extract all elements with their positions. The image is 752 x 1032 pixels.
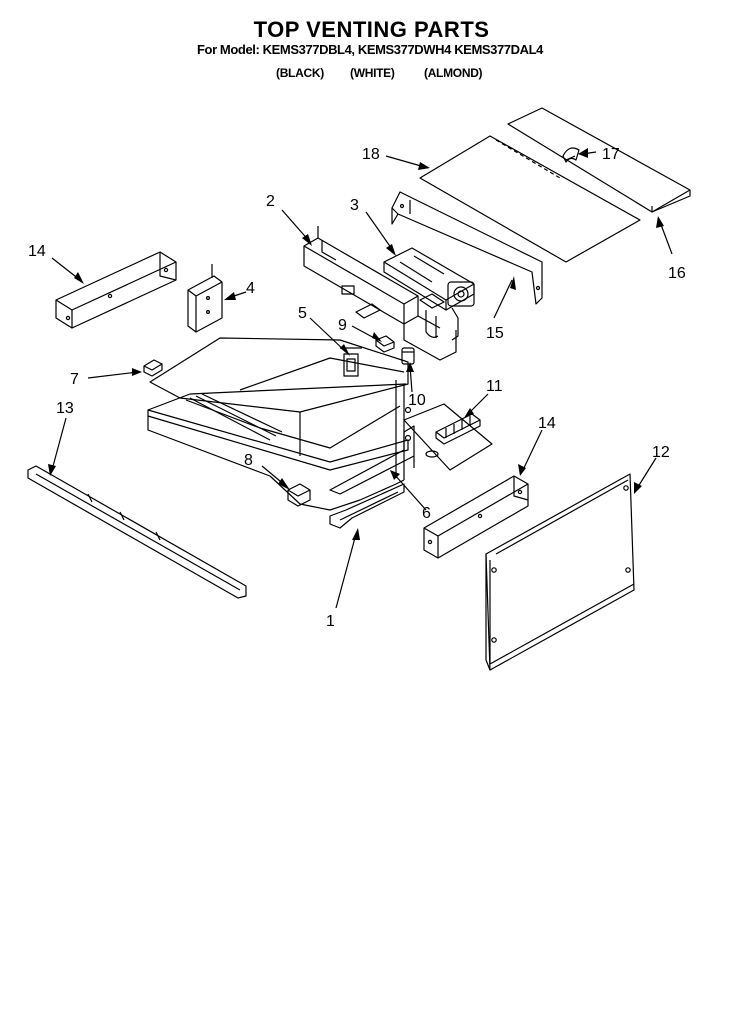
part-17-clip [562,147,580,163]
part-9-connector [375,335,395,353]
color-almond: (ALMOND) [424,66,483,80]
callout-14-left: 14 [28,243,46,260]
callout-9: 9 [338,317,347,334]
part-16-top-cover [507,107,691,213]
callout-11: 11 [486,378,503,395]
callout-4: 4 [246,280,255,297]
part-10-thermostat [401,347,415,365]
callout-numbers: 18 17 16 2 3 14 4 15 5 9 7 13 10 11 8 14… [28,146,686,630]
leader-lines [51,151,673,609]
part-2-vent-duct [303,226,457,361]
part-7-clip [143,359,163,377]
part-6-side-rail [329,425,415,495]
part-8-latch [287,483,311,507]
color-white: (WHITE) [350,66,395,80]
color-black: (BLACK) [276,66,324,80]
model-numbers: For Model: KEMS377DBL4, KEMS377DWH4 KEMS… [196,42,543,57]
diagram-title: TOP VENTING PARTS [253,17,490,42]
part-1-front-bracket [329,483,405,529]
part-11-terminal-block [403,403,493,471]
part-13-front-trim [27,465,247,599]
callout-8: 8 [244,452,253,469]
part-14-left-bracket [55,251,177,329]
part-14-right-bracket [423,475,529,559]
callout-6: 6 [422,505,431,522]
callout-18: 18 [362,146,380,163]
callout-16: 16 [668,265,686,282]
part-3-blower-motor [383,247,475,341]
part-15-rear-bracket [391,191,543,305]
part-12-side-panel [485,473,635,671]
callout-7: 7 [70,371,79,388]
callout-17: 17 [602,146,620,163]
callout-3: 3 [350,197,359,214]
callout-2: 2 [266,193,275,210]
part-18-insulation [419,135,641,263]
callout-14-right: 14 [538,415,556,432]
arrowheads [48,148,664,540]
part-4-small-bracket [187,264,223,333]
callout-1: 1 [326,613,335,630]
vent-hood-panel [147,337,412,511]
callout-5: 5 [298,305,307,322]
callout-10: 10 [408,392,426,409]
callout-15: 15 [486,325,504,342]
callout-13: 13 [56,400,74,417]
diagram-header: TOP VENTING PARTS For Model: KEMS377DBL4… [0,18,752,58]
callout-12: 12 [652,444,670,461]
